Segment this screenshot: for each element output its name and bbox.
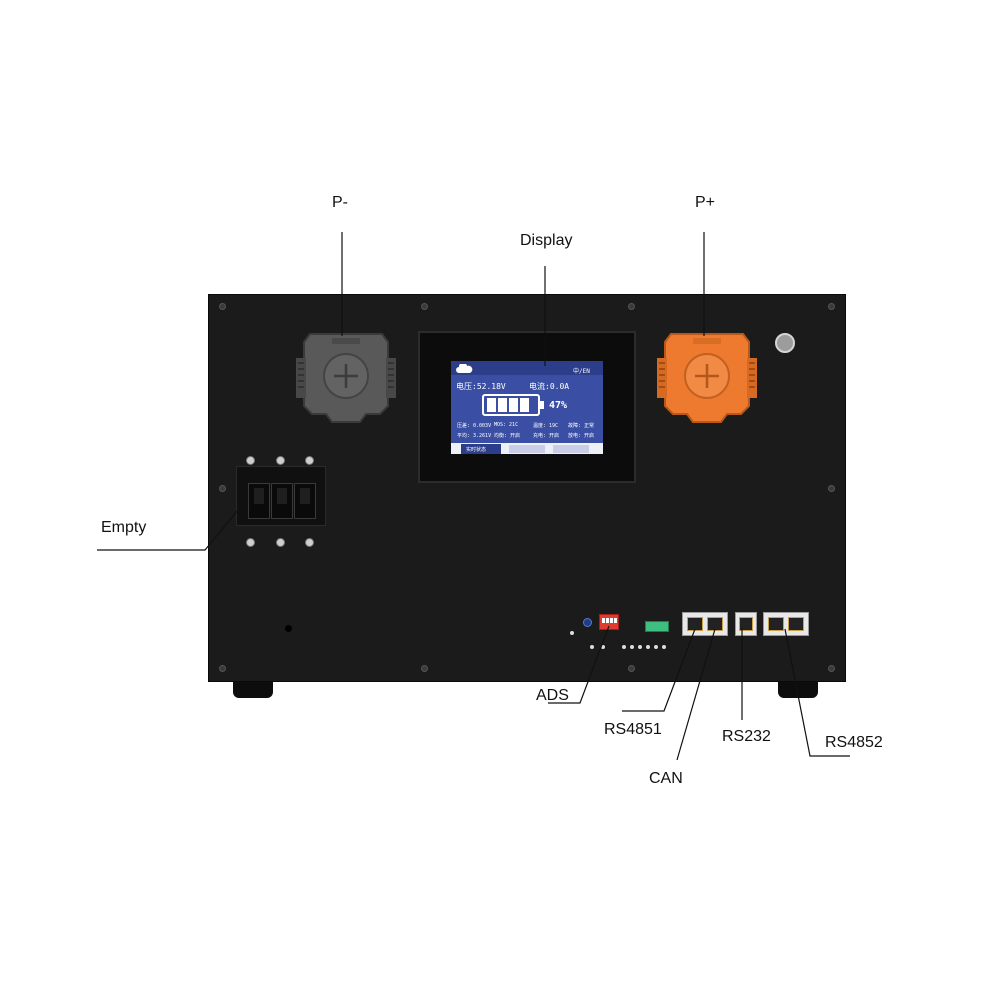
- indicator-led: [630, 645, 634, 649]
- lcd-stat: 放电: 开启: [568, 433, 595, 439]
- lcd-stat: MOS: 21C: [494, 422, 519, 428]
- panel-screw: [219, 665, 226, 672]
- rj45-slot: [707, 617, 723, 631]
- lcd-tab[interactable]: [509, 445, 545, 453]
- lcd-current: 电流:0.0A: [529, 382, 570, 391]
- lcd-tab-active[interactable]: [461, 444, 501, 454]
- battery-cell: [509, 398, 518, 412]
- plus-mark: [695, 364, 719, 388]
- panel-screw: [628, 303, 635, 310]
- right-foot: [778, 682, 818, 698]
- dip-toggle[interactable]: [602, 618, 605, 623]
- connector-clip-right: [386, 358, 396, 398]
- breaker-screw: [246, 456, 255, 465]
- dip-toggle[interactable]: [614, 618, 617, 623]
- breaker-screw: [276, 456, 285, 465]
- lcd-stat: 温度: 19C: [533, 423, 559, 429]
- ads-label: ADS: [536, 687, 569, 704]
- rs232-label: RS232: [722, 728, 771, 745]
- battery-level-icon: [482, 394, 544, 416]
- rj45-slot: [687, 617, 703, 631]
- indicator-led: [622, 645, 626, 649]
- rs232-port[interactable]: [735, 612, 757, 636]
- indicator-led: [662, 645, 666, 649]
- ads-dip-switch[interactable]: [599, 614, 619, 630]
- panel-screw: [828, 303, 835, 310]
- rs4852-label: RS4852: [825, 734, 883, 751]
- breaker-pole[interactable]: [294, 483, 316, 519]
- panel-screw: [421, 665, 428, 672]
- connector-clip-left: [296, 358, 306, 398]
- indicator-led: [590, 645, 594, 649]
- indicator-led: [601, 645, 605, 649]
- lcd-stat: 压差: 0.003V: [457, 423, 492, 429]
- reset-hole: [285, 625, 292, 632]
- connector-clip-left: [657, 358, 667, 398]
- circuit-breaker: [236, 466, 326, 526]
- display-label: Display: [520, 232, 573, 249]
- lcd-header-bar: [451, 361, 603, 375]
- battery-cell: [520, 398, 529, 412]
- rj45-slot: [788, 617, 804, 631]
- lcd-stat: 平均: 3.261V: [457, 433, 492, 439]
- lcd-voltage: 电压:52.18V: [456, 382, 506, 391]
- p-minus-label: P-: [332, 194, 348, 211]
- panel-screw: [219, 485, 226, 492]
- can-label: CAN: [649, 770, 683, 787]
- panel-screw: [828, 485, 835, 492]
- status-led-blue: [583, 618, 592, 627]
- rj11-slot: [739, 617, 753, 631]
- lcd-tab-label: 实时状态: [466, 447, 487, 453]
- lcd-stat: 均衡: 开启: [494, 433, 521, 439]
- panel-screw: [628, 665, 635, 672]
- lcd-stat: 充电: 开启: [533, 433, 560, 439]
- status-dot: [570, 631, 574, 635]
- dip-toggle[interactable]: [606, 618, 609, 623]
- terminal-block[interactable]: [645, 621, 669, 632]
- rs4851-can-port[interactable]: [682, 612, 728, 636]
- panel-screw: [219, 303, 226, 310]
- indicator-led: [638, 645, 642, 649]
- breaker-pole[interactable]: [271, 483, 293, 519]
- cloud-logo-icon: [456, 364, 473, 373]
- rj45-slot: [768, 617, 784, 631]
- empty-label: Empty: [101, 519, 147, 536]
- panel-screw: [421, 303, 428, 310]
- dip-toggle[interactable]: [610, 618, 613, 623]
- lcd-stat: 故障: 正常: [568, 423, 595, 429]
- breaker-screw: [305, 456, 314, 465]
- p-plus-connector: [657, 333, 757, 423]
- breaker-screw: [246, 538, 255, 547]
- lcd-soc: 47%: [549, 400, 568, 411]
- battery-cell: [487, 398, 496, 412]
- power-button[interactable]: [775, 333, 795, 353]
- p-plus-label: P+: [695, 194, 716, 211]
- left-foot: [233, 682, 273, 698]
- indicator-led: [654, 645, 658, 649]
- breaker-screw: [276, 538, 285, 547]
- lcd-language-toggle[interactable]: 中/EN: [573, 368, 590, 375]
- p-minus-connector: [296, 333, 396, 423]
- indicator-led: [646, 645, 650, 649]
- rs4851-label: RS4851: [604, 721, 662, 738]
- battery-cell: [498, 398, 507, 412]
- breaker-pole[interactable]: [248, 483, 270, 519]
- breaker-screw: [305, 538, 314, 547]
- lcd-tab[interactable]: [553, 445, 589, 453]
- rs4852-port[interactable]: [763, 612, 809, 636]
- minus-plus-mark: [334, 364, 358, 388]
- lcd-screen: 中/EN 电压:52.18V 电流:0.0A 47% 压差: 0.003V MO…: [451, 361, 603, 454]
- panel-screw: [828, 665, 835, 672]
- connector-clip-right: [747, 358, 757, 398]
